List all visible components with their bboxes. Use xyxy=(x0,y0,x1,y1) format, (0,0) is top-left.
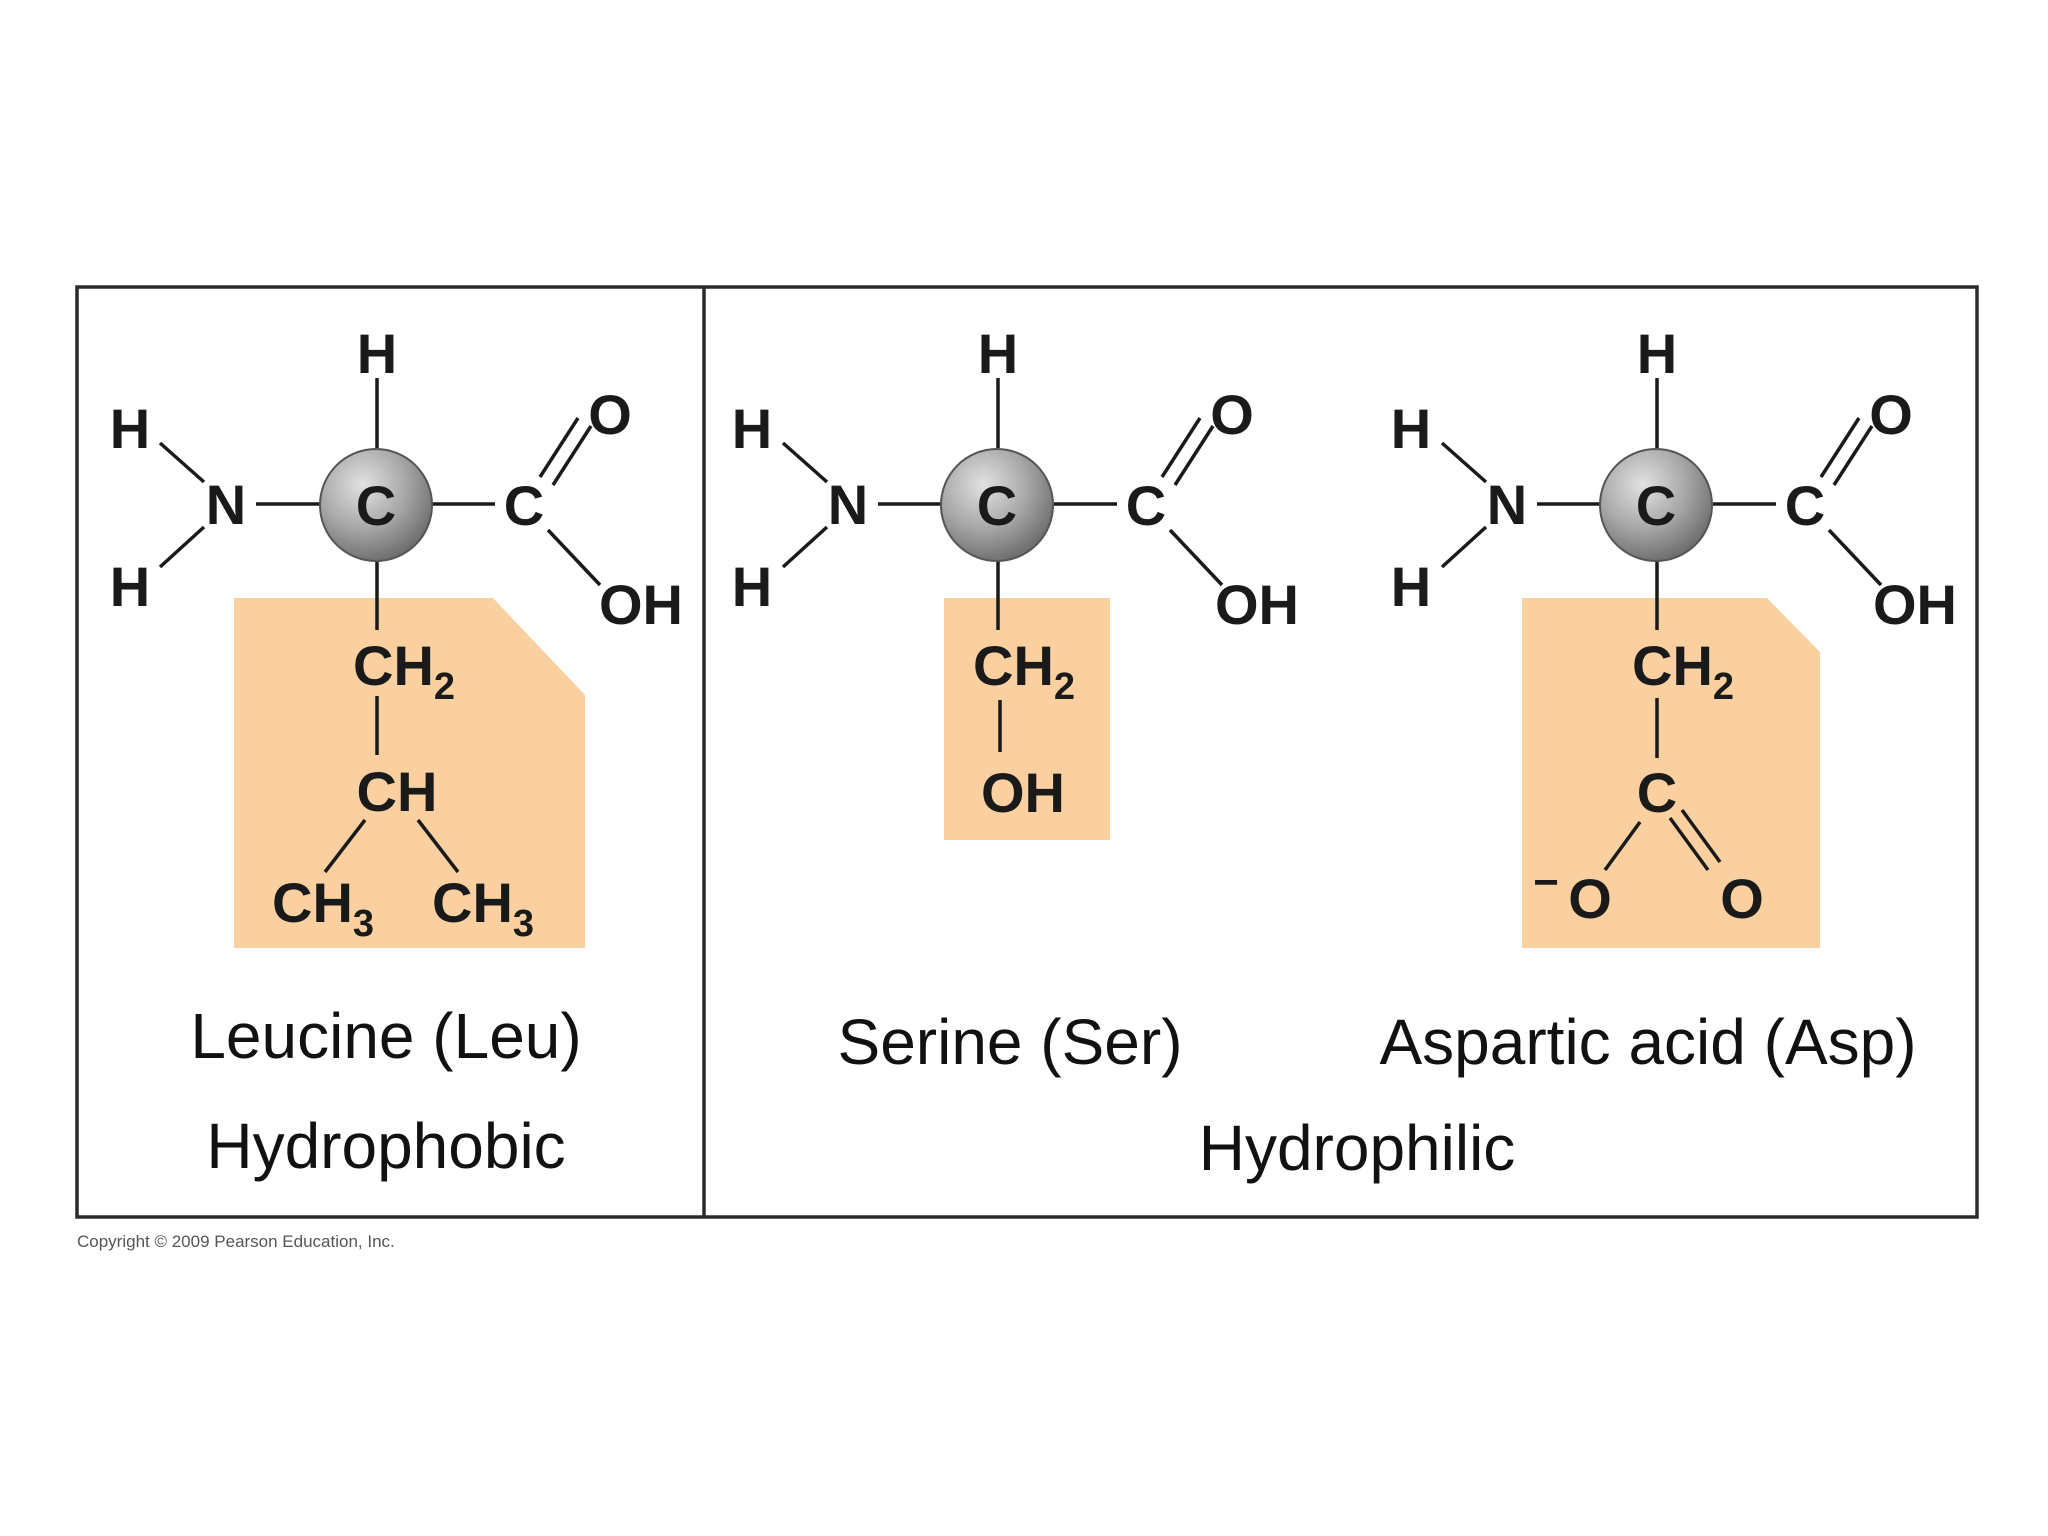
bond xyxy=(1160,417,1202,478)
carboxyl-carbon-atom: C xyxy=(1126,474,1166,537)
bond xyxy=(1680,808,1722,864)
bond xyxy=(538,417,580,478)
ch2-group: CH2 xyxy=(1632,634,1734,708)
ch2-label: CH2 xyxy=(353,634,455,708)
carboxylate-negative-charge: − xyxy=(1533,858,1559,907)
bond xyxy=(551,425,593,486)
hydrophilic-group-label: Hydrophilic xyxy=(1199,1112,1516,1184)
alpha-carbon-label: C xyxy=(977,474,1017,537)
carboxyl-carbon-atom: C xyxy=(1785,474,1825,537)
side-chain-highlight xyxy=(1522,598,1820,948)
aspartic-acid-structure: H H N H C C O OH CH2 C − O O xyxy=(1391,322,1957,948)
bond xyxy=(416,818,460,874)
serine-structure: H H N H C C O OH CH2 OH xyxy=(732,322,1299,840)
alpha-carbon-sphere xyxy=(1599,448,1713,562)
hydrophobic-group-label: Hydrophobic xyxy=(206,1110,565,1182)
carboxyl-carbon-atom: C xyxy=(504,474,544,537)
bond xyxy=(1832,425,1874,486)
bond xyxy=(1168,528,1224,587)
aspartic-acid-name-label: Aspartic acid (Asp) xyxy=(1379,1006,1916,1078)
hydroxyl-group: OH xyxy=(1873,573,1957,636)
ch3-group-left: CH3 xyxy=(272,871,374,945)
bond xyxy=(781,441,829,484)
copyright-notice: Copyright © 2009 Pearson Education, Inc. xyxy=(77,1232,395,1251)
side-chain-highlight xyxy=(944,598,1110,840)
hydrogen-atom-lower-left: H xyxy=(732,555,772,618)
bond xyxy=(1173,425,1215,486)
side-chain-carbon-atom: C xyxy=(1637,761,1677,824)
hydrogen-atom-top: H xyxy=(978,322,1018,385)
side-chain-highlight xyxy=(234,598,585,948)
alpha-carbon-sphere xyxy=(940,448,1054,562)
hydrogen-atom-top: H xyxy=(1637,322,1677,385)
hydroxyl-group: OH xyxy=(1215,573,1299,636)
hydrogen-atom-upper-left: H xyxy=(732,397,772,460)
hydroxyl-group: OH xyxy=(599,573,683,636)
bond xyxy=(158,525,206,569)
alpha-carbon-label: C xyxy=(1636,474,1676,537)
hydrogen-atom-upper-left: H xyxy=(1391,397,1431,460)
nitrogen-atom: N xyxy=(1487,473,1527,536)
hydrogen-atom-lower-left: H xyxy=(110,555,150,618)
hydrogen-atom-lower-left: H xyxy=(1391,555,1431,618)
leucine-name-label: Leucine (Leu) xyxy=(190,1000,581,1072)
hydrogen-atom-top: H xyxy=(357,322,397,385)
alpha-carbon-label: C xyxy=(356,474,396,537)
bond xyxy=(1668,816,1710,872)
alpha-carbon-sphere xyxy=(319,448,433,562)
side-chain-hydroxyl: OH xyxy=(981,761,1065,824)
bond xyxy=(1819,417,1861,478)
outer-frame xyxy=(75,285,1979,1219)
carbonyl-oxygen-atom: O xyxy=(1210,383,1254,446)
bond xyxy=(323,818,367,874)
serine-name-label: Serine (Ser) xyxy=(838,1006,1183,1078)
ch3-group-right: CH3 xyxy=(432,871,534,945)
carboxylate-oxygen-atom-right: O xyxy=(1720,867,1764,930)
carbonyl-oxygen-atom: O xyxy=(1869,383,1913,446)
nitrogen-atom: N xyxy=(828,473,868,536)
nitrogen-atom: N xyxy=(206,473,246,536)
bond xyxy=(1440,441,1488,484)
bond xyxy=(1440,525,1488,569)
bond xyxy=(1603,820,1642,872)
ch-group: CH xyxy=(357,760,438,823)
carboxylate-oxygen-atom-left: O xyxy=(1568,867,1612,930)
leucine-structure: H H N H C C O OH CH2 CH CH3 CH3 xyxy=(110,322,683,948)
bond xyxy=(781,525,829,569)
bond xyxy=(158,441,206,484)
ch2-group: CH2 xyxy=(353,634,455,708)
carbonyl-oxygen-atom: O xyxy=(588,383,632,446)
bond xyxy=(546,528,602,587)
bond xyxy=(1827,528,1883,587)
ch2-group: CH2 xyxy=(973,634,1075,708)
hydrogen-atom-upper-left: H xyxy=(110,397,150,460)
